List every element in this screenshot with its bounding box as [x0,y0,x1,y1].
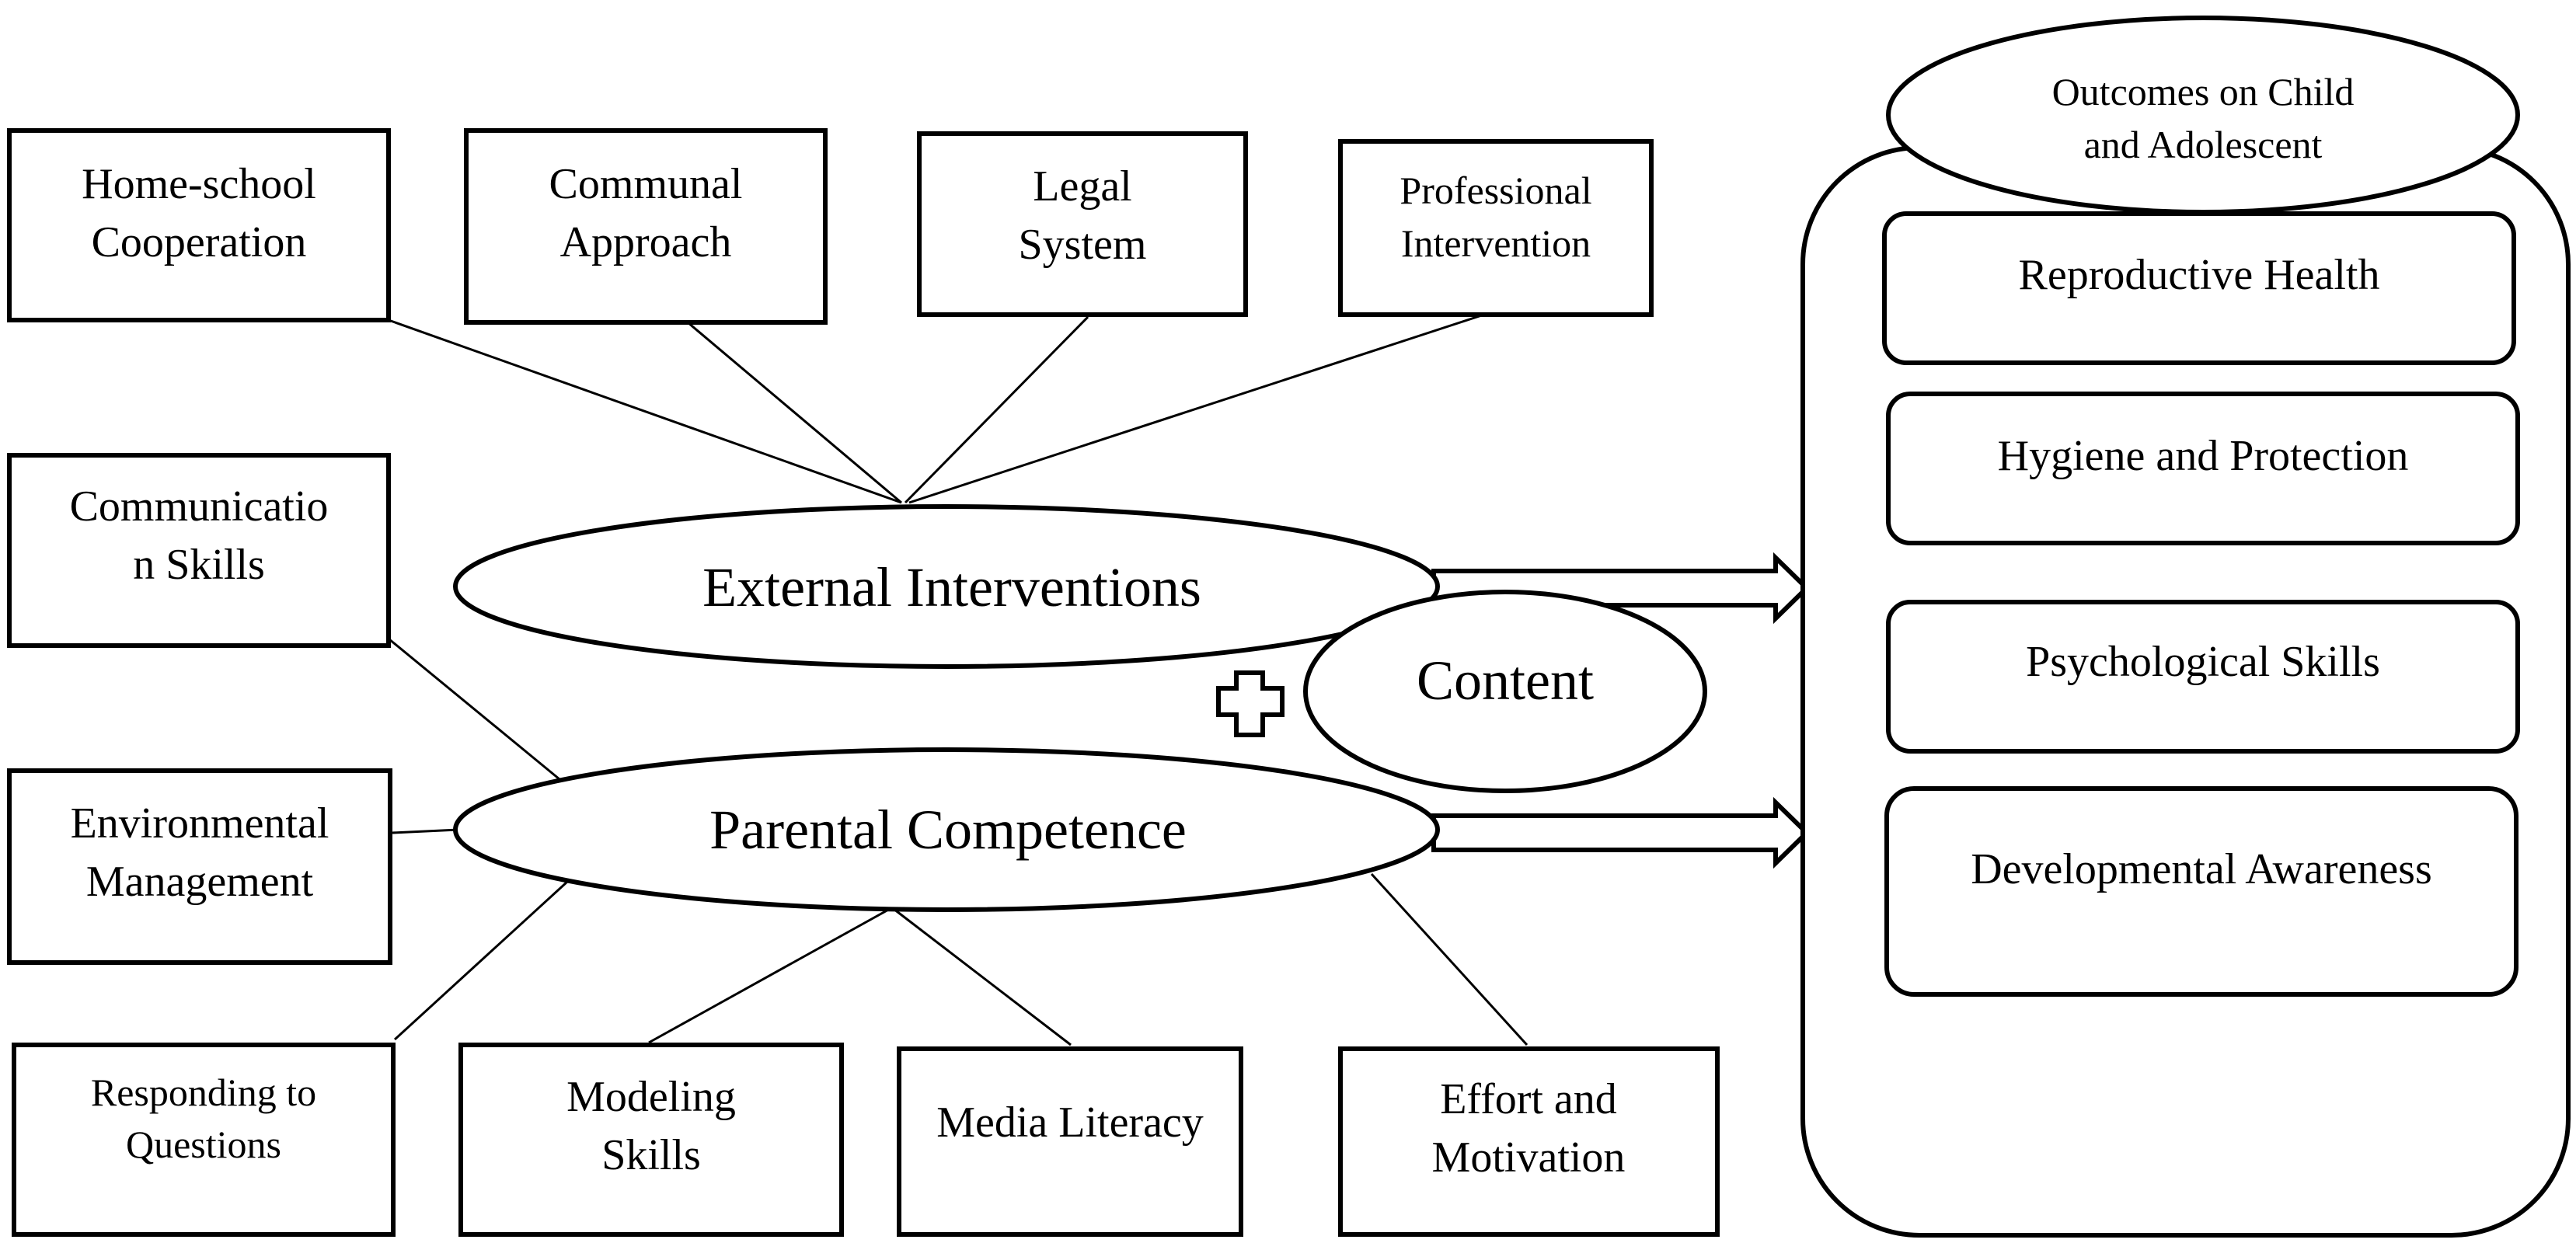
external-factor-communal: Communal Approach [464,128,828,325]
external-factor-legal: Legal System [917,131,1248,317]
outcomes-title-line: Outcomes on Child [2052,70,2355,113]
content-label: Content [1417,649,1594,712]
outcomes-panel: Reproductive Health Hygiene and Protecti… [1800,145,2571,1238]
factor-label-line: Home-school [82,160,316,208]
arrow-parental-to-outcomes [1431,796,1811,869]
factor-label-line: Approach [560,218,732,266]
factor-label-line: Skills [601,1131,701,1179]
outcome-item-reproductive-health: Reproductive Health [1882,211,2516,365]
factor-label-line: Management [86,858,314,906]
outcome-item-hygiene-protection: Hygiene and Protection [1886,392,2520,545]
parental-factor-effort: Effort and Motivation [1338,1046,1720,1237]
factor-label-line: Cooperation [92,218,307,266]
factor-label-line: System [1019,221,1147,269]
parental-factor-responding: Responding to Questions [12,1043,396,1237]
parental-factor-media: Media Literacy [897,1046,1243,1237]
factor-label-line: Responding to [91,1071,316,1114]
content-node: Content [1303,590,1707,793]
external-interventions-node: External Interventions [453,504,1440,669]
outcome-label: Reproductive Health [2019,251,2380,299]
external-connectors [388,309,1497,504]
outcome-label: Developmental Awareness [1971,845,2432,893]
factor-label-line: Media Literacy [936,1099,1204,1147]
parental-competence-label: Parental Competence [709,799,1187,861]
factor-label-line: Professional [1400,169,1591,212]
factor-label-line: Effort and [1440,1075,1617,1123]
parental-factor-communication: Communicatio n Skills [7,453,391,648]
external-factor-professional: Professional Intervention [1338,139,1654,317]
parental-competence-node: Parental Competence [453,747,1440,912]
factor-label-line: Intervention [1401,221,1591,265]
outcomes-header: Outcomes on Child and Adolescent [1886,16,2520,214]
factor-label-line: Communal [549,160,743,208]
factor-label-line: Questions [126,1123,281,1166]
parental-factor-environmental: Environmental Management [7,768,392,965]
factor-label-line: n Skills [133,541,265,589]
factor-label-line: Communicatio [70,482,329,531]
outcomes-title-line: and Adolescent [2084,123,2323,166]
parental-connectors [384,634,1529,1046]
factor-label-line: Modeling [566,1073,736,1121]
parental-factor-modeling: Modeling Skills [458,1043,844,1237]
outcome-label: Hygiene and Protection [1998,432,2409,480]
outcome-label: Psychological Skills [2026,638,2380,686]
external-factor-home-school: Home-school Cooperation [7,128,391,322]
plus-icon [1216,670,1285,737]
external-interventions-label: External Interventions [702,556,1201,618]
factor-label-line: Legal [1033,162,1131,211]
factor-label-line: Environmental [71,799,329,848]
outcome-item-developmental-awareness: Developmental Awareness [1884,786,2518,997]
factor-label-line: Motivation [1432,1133,1626,1182]
outcome-item-psychological-skills: Psychological Skills [1886,600,2520,754]
